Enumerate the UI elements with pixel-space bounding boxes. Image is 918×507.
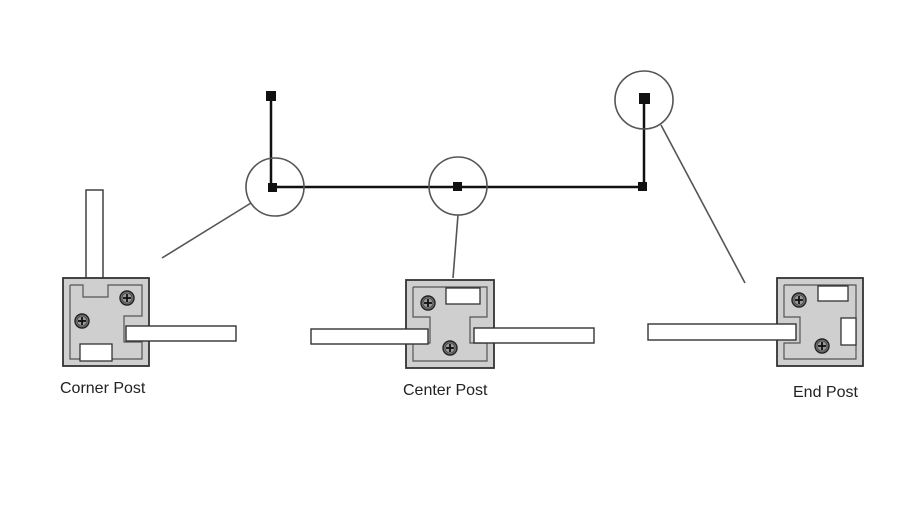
callout-circle-end: [614, 70, 674, 130]
post-inner-channel-corner: [69, 284, 143, 360]
post-slot-end-side: [840, 317, 857, 346]
post-inner-channel-center: [412, 286, 488, 362]
center-post: [310, 279, 595, 369]
phillips-screw-icon: [814, 338, 830, 354]
post-inner-channel-end: [783, 284, 857, 360]
leader-lines: [161, 124, 746, 284]
leader-line-end: [660, 124, 746, 284]
square-node-icon: [268, 183, 277, 192]
phillips-screw-icon: [791, 292, 807, 308]
post-slot-corner: [79, 343, 113, 362]
leader-line-corner: [161, 202, 252, 259]
phillips-screw-icon: [119, 290, 135, 306]
callout-circle-corner: [245, 157, 305, 217]
panel-corner-horizontal: [125, 325, 237, 342]
phillips-screw-icon: [74, 313, 90, 329]
fence-nodes: [266, 91, 650, 192]
end-post: [647, 277, 864, 367]
square-node-icon: [453, 182, 462, 191]
square-node-icon: [266, 91, 276, 101]
phillips-screw-icon: [442, 340, 458, 356]
panel-center-left: [310, 328, 429, 345]
corner-post-label: Corner Post: [60, 380, 146, 397]
panel-center-right: [473, 327, 595, 344]
center-post-label: Center Post: [403, 382, 488, 399]
post-slot-end-top: [817, 285, 849, 302]
post-slot-center: [445, 287, 481, 305]
leader-line-center: [452, 214, 459, 279]
fence-plan-view: [269, 96, 646, 189]
panel-end: [647, 323, 797, 341]
callout-circles: [245, 70, 674, 217]
square-node-icon: [639, 93, 650, 104]
square-node-icon: [638, 182, 647, 191]
phillips-screw-icon: [420, 295, 436, 311]
corner-post: [62, 189, 237, 367]
end-post-label: End Post: [793, 384, 858, 401]
